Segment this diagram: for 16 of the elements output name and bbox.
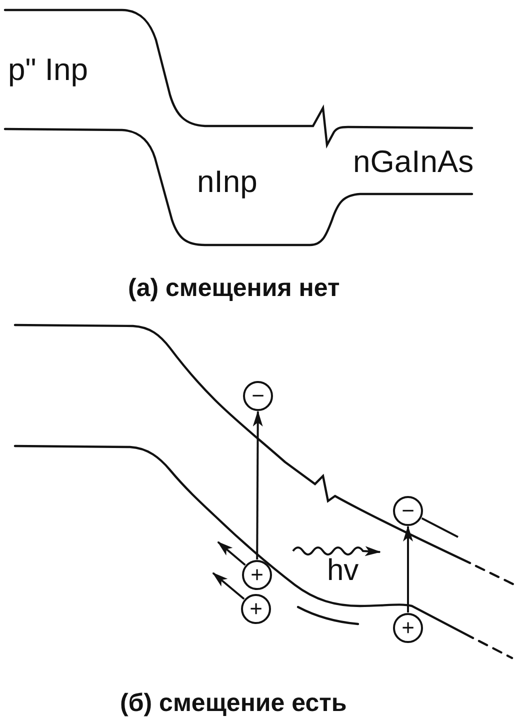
hole-circle: + xyxy=(241,594,271,624)
electron-circle: − xyxy=(393,496,423,526)
photon-label: hv xyxy=(327,556,359,586)
layer-label: nInp xyxy=(197,166,258,197)
arrow xyxy=(403,526,413,612)
caption: (б) смещение есть xyxy=(120,691,347,716)
arrow xyxy=(212,572,245,600)
electron-circle: − xyxy=(243,381,273,411)
arrow xyxy=(252,410,263,560)
hole-circle: + xyxy=(242,560,272,590)
arrow xyxy=(217,541,246,566)
caption: (а) смещения нет xyxy=(128,276,340,301)
layer-label: p" Inp xyxy=(8,54,88,85)
tail-line xyxy=(421,517,458,538)
layer-label: nGaInAs xyxy=(353,146,474,177)
hole-circle: + xyxy=(393,613,423,643)
